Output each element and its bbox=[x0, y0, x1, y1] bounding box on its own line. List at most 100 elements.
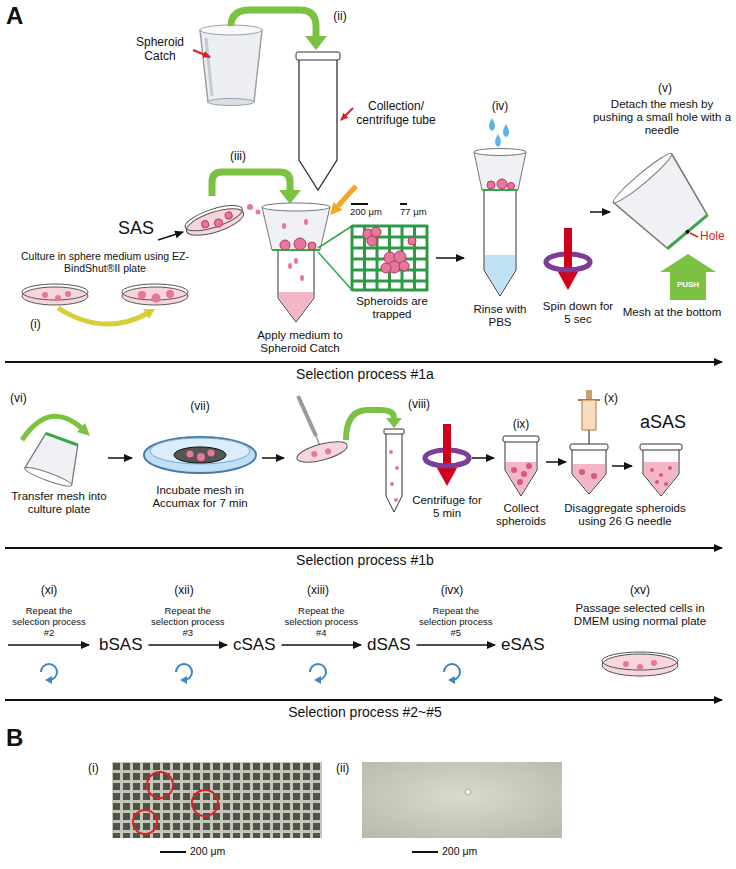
step-label: Disaggregate spheroids using 26 G needle bbox=[555, 502, 695, 528]
spin-symbol bbox=[546, 262, 590, 270]
sample-tube bbox=[503, 436, 539, 496]
step-arrow bbox=[8, 644, 89, 646]
culture-dish bbox=[224, 211, 233, 220]
sample-tube bbox=[579, 469, 585, 475]
spheroid-catch bbox=[685, 229, 691, 235]
spin-symbol bbox=[558, 272, 578, 290]
spheroid-catch-photo bbox=[200, 25, 262, 35]
pipette bbox=[298, 396, 320, 446]
sample-tube bbox=[570, 444, 608, 494]
spheroid-catch bbox=[300, 275, 304, 281]
spheroid-catch bbox=[262, 203, 330, 322]
spin-symbol bbox=[564, 228, 572, 274]
micrograph bbox=[192, 790, 218, 816]
repeat-icon bbox=[314, 676, 321, 684]
rinse-drops bbox=[489, 118, 495, 131]
cell-line-name: aSAS bbox=[640, 412, 686, 433]
spin-symbol bbox=[546, 228, 590, 290]
spheroid-catch bbox=[508, 183, 515, 190]
transfer-arrow bbox=[305, 36, 327, 50]
spheroid-catch bbox=[23, 431, 85, 489]
centrifuge-tube bbox=[384, 429, 404, 434]
sample-tube bbox=[650, 468, 654, 472]
sample-tube bbox=[659, 473, 663, 477]
centrifuge-tube bbox=[389, 450, 393, 454]
spin-symbol bbox=[425, 458, 469, 466]
spheroid-catch bbox=[278, 250, 314, 322]
micrograph bbox=[362, 762, 562, 838]
repeat-icon bbox=[176, 664, 192, 684]
culture-dish bbox=[295, 438, 349, 467]
step-label: Rinse with PBS bbox=[465, 303, 535, 329]
spheroid-catch bbox=[294, 238, 306, 250]
spheroid-catch bbox=[262, 207, 330, 250]
mesh-inset bbox=[399, 261, 409, 271]
stage-node: dSAS bbox=[364, 633, 413, 657]
sample-tube bbox=[640, 444, 682, 496]
transfer-arrow bbox=[212, 172, 290, 196]
culture-dish bbox=[182, 200, 246, 240]
push-arrow bbox=[670, 272, 706, 300]
culture-dish bbox=[311, 450, 318, 457]
repeat-icon bbox=[180, 676, 187, 684]
step-number: (xii) bbox=[174, 584, 193, 598]
spin-symbol bbox=[425, 424, 469, 486]
sample-tube bbox=[521, 471, 527, 477]
culture-dish bbox=[144, 437, 256, 473]
step-label: Centrifuge for 5 min bbox=[412, 494, 482, 520]
micrograph bbox=[133, 810, 157, 834]
sample-tube bbox=[664, 482, 668, 486]
sample-tube bbox=[572, 450, 606, 494]
scale-label: 200 μm bbox=[442, 845, 477, 857]
step-number: (i) bbox=[30, 318, 41, 332]
micrograph bbox=[112, 762, 322, 838]
mesh-inset bbox=[352, 225, 428, 291]
medium-drops bbox=[247, 204, 253, 210]
sample-tube bbox=[505, 442, 537, 496]
culture-dish bbox=[138, 291, 146, 299]
process-axis bbox=[5, 699, 722, 701]
culture-dish bbox=[42, 292, 48, 298]
spheroid-catch bbox=[474, 152, 526, 190]
centrifuge-tube bbox=[394, 498, 398, 502]
sample-tube bbox=[640, 444, 682, 450]
cell-line-name: SAS bbox=[118, 218, 154, 239]
repeat-icon bbox=[310, 664, 326, 684]
sample-tube bbox=[570, 444, 608, 450]
step-label: Repeat the selection process #4 bbox=[278, 606, 364, 639]
rinse-drops bbox=[503, 124, 509, 137]
spheroid-catch bbox=[294, 258, 298, 264]
spheroid-catch-photo bbox=[200, 25, 262, 106]
culture-dish bbox=[166, 290, 174, 298]
rinse-drops bbox=[495, 134, 501, 147]
repeat-icon bbox=[444, 664, 460, 680]
scale-label: 200 μm bbox=[190, 845, 225, 857]
culture-dish bbox=[295, 438, 349, 467]
culture-dish bbox=[213, 218, 223, 228]
sample-tube bbox=[526, 463, 532, 469]
step-number: (vii) bbox=[190, 400, 209, 414]
repeat-icon bbox=[45, 676, 52, 684]
step-arrow bbox=[416, 644, 495, 646]
cell-line-name: cSAS bbox=[233, 635, 276, 655]
step-arrow bbox=[148, 644, 227, 646]
step-arrow bbox=[436, 257, 464, 259]
mesh-inset bbox=[352, 225, 428, 291]
step-arrow bbox=[546, 461, 566, 463]
pipette bbox=[298, 396, 316, 436]
centrifuge-tube bbox=[386, 433, 402, 512]
culture-dish bbox=[208, 450, 215, 457]
culture-dish bbox=[637, 664, 643, 670]
culture-dish bbox=[152, 294, 161, 303]
sample-tube bbox=[644, 462, 678, 495]
repeat-icon bbox=[41, 664, 460, 684]
mesh-inset bbox=[371, 227, 381, 237]
step-arrow bbox=[590, 211, 610, 213]
step-label: Spheroids are trapped bbox=[352, 295, 432, 321]
step-label: Incubate mesh in Accumax for 7 min bbox=[138, 484, 263, 510]
sample-tube bbox=[591, 473, 597, 479]
transfer-arrow bbox=[386, 418, 402, 428]
scale-label: 77 μm bbox=[400, 207, 427, 218]
